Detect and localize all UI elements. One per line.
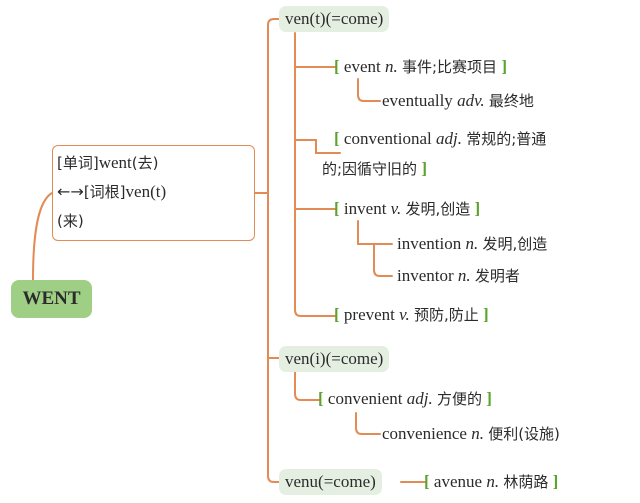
meaning: 方便的 xyxy=(437,390,483,408)
meaning-continued: 的;因循守旧的 xyxy=(322,160,418,178)
meaning: 事件;比赛项目 xyxy=(402,58,498,76)
info-word: went xyxy=(98,153,132,172)
word-text: invent xyxy=(343,199,387,218)
vent-conventional xyxy=(315,139,341,154)
event-children xyxy=(357,78,381,102)
root-label-veni: ven(i)(=come) xyxy=(285,349,384,368)
bracket-right: ] xyxy=(482,305,489,324)
info-row-2: ←→[词根]ven(t) xyxy=(57,177,250,206)
word-text: event xyxy=(343,57,381,76)
word-prevent: [ prevent v. 预防,防止 ] xyxy=(334,304,489,326)
part-of-speech: n. xyxy=(457,266,471,285)
word-text: convenient xyxy=(327,389,403,408)
word-eventually: eventually adv. 最终地 xyxy=(382,90,534,112)
word-text: convenience xyxy=(382,424,467,443)
part-of-speech: n. xyxy=(385,57,398,76)
bracket-left: [ xyxy=(318,389,324,408)
word-text: conventional xyxy=(343,129,432,148)
bracket-right: ] xyxy=(501,57,507,76)
bracket-right: ] xyxy=(421,159,427,178)
part-of-speech: v. xyxy=(390,199,402,218)
part-of-speech: adv. xyxy=(457,91,485,110)
word-conventional-cont: 的;因循守旧的 ] xyxy=(322,158,427,180)
root-word: WENT xyxy=(22,288,81,309)
info-root-gloss: (来) xyxy=(57,212,84,230)
word-text: invention xyxy=(397,234,462,253)
word-avenue: [ avenue n. 林荫路 ] xyxy=(424,471,558,493)
bracket-right: ] xyxy=(552,472,559,491)
word-invention: invention n. 发明,创造 xyxy=(397,233,547,255)
bracket-left: [ xyxy=(334,57,340,76)
word-conventional: [ conventional adj. 常规的;普通 xyxy=(334,128,546,150)
veni-spine xyxy=(294,371,321,401)
meaning: 林荫路 xyxy=(503,473,549,491)
bracket-left: [ xyxy=(334,199,340,218)
meaning: 便利(设施) xyxy=(488,425,560,443)
root-label-venu: venu(=come) xyxy=(285,472,376,491)
info-box: [单词]went(去) ←→[词根]ven(t) (来) xyxy=(52,145,255,241)
meaning: 常规的;普通 xyxy=(466,130,547,148)
word-convenient: [ convenient adj. 方便的 ] xyxy=(318,388,492,410)
info-row-3: (来) xyxy=(57,206,250,235)
bracket-right: ] xyxy=(486,389,492,408)
double-arrow-icon: ←→ xyxy=(57,182,84,201)
root-pill-veni: ven(i)(=come) xyxy=(279,346,390,372)
word-text: eventually xyxy=(382,91,453,110)
root-word-box: WENT xyxy=(11,280,92,318)
bracket-left: [ xyxy=(334,305,340,324)
word-inventor: inventor n. 发明者 xyxy=(397,265,520,287)
bracket-left: [ xyxy=(424,472,430,491)
main-spine xyxy=(267,18,281,194)
meaning: 预防,防止 xyxy=(413,306,479,324)
part-of-speech: v. xyxy=(399,305,410,324)
part-of-speech: adj. xyxy=(406,389,433,408)
info-word-gloss: (去) xyxy=(131,154,159,172)
word-convenience: convenience n. 便利(设施) xyxy=(382,423,560,445)
word-text: avenue xyxy=(433,472,483,491)
info-root-tag: [词根] xyxy=(83,183,126,201)
part-of-speech: n. xyxy=(465,234,479,253)
bracket-right: ] xyxy=(474,199,481,218)
info-root: ven(t) xyxy=(125,182,167,201)
info-word-tag: [单词] xyxy=(57,154,99,172)
part-of-speech: adj. xyxy=(435,129,462,148)
part-of-speech: n. xyxy=(486,472,500,491)
root-pill-venu: venu(=come) xyxy=(279,469,382,495)
root-label-vent: ven(t)(=come) xyxy=(285,9,384,28)
word-text: prevent xyxy=(343,305,395,324)
invent-child-inventor xyxy=(373,243,393,277)
root-pill-vent: ven(t)(=come) xyxy=(279,6,390,32)
bracket-left: [ xyxy=(334,129,340,148)
meaning: 发明者 xyxy=(474,267,520,285)
word-event: [ event n. 事件;比赛项目 ] xyxy=(334,56,507,78)
main-spine-lower xyxy=(267,192,281,483)
meaning: 发明,创造 xyxy=(482,235,548,253)
root-connector xyxy=(32,192,53,281)
vent-spine xyxy=(294,32,336,317)
meaning: 最终地 xyxy=(488,92,534,110)
info-row-1: [单词]went(去) xyxy=(57,148,250,177)
convenient-children xyxy=(355,412,381,435)
meaning: 发明,创造 xyxy=(405,200,471,218)
part-of-speech: n. xyxy=(471,424,484,443)
word-invent: [ invent v. 发明,创造 ] xyxy=(334,198,480,220)
word-text: inventor xyxy=(397,266,454,285)
